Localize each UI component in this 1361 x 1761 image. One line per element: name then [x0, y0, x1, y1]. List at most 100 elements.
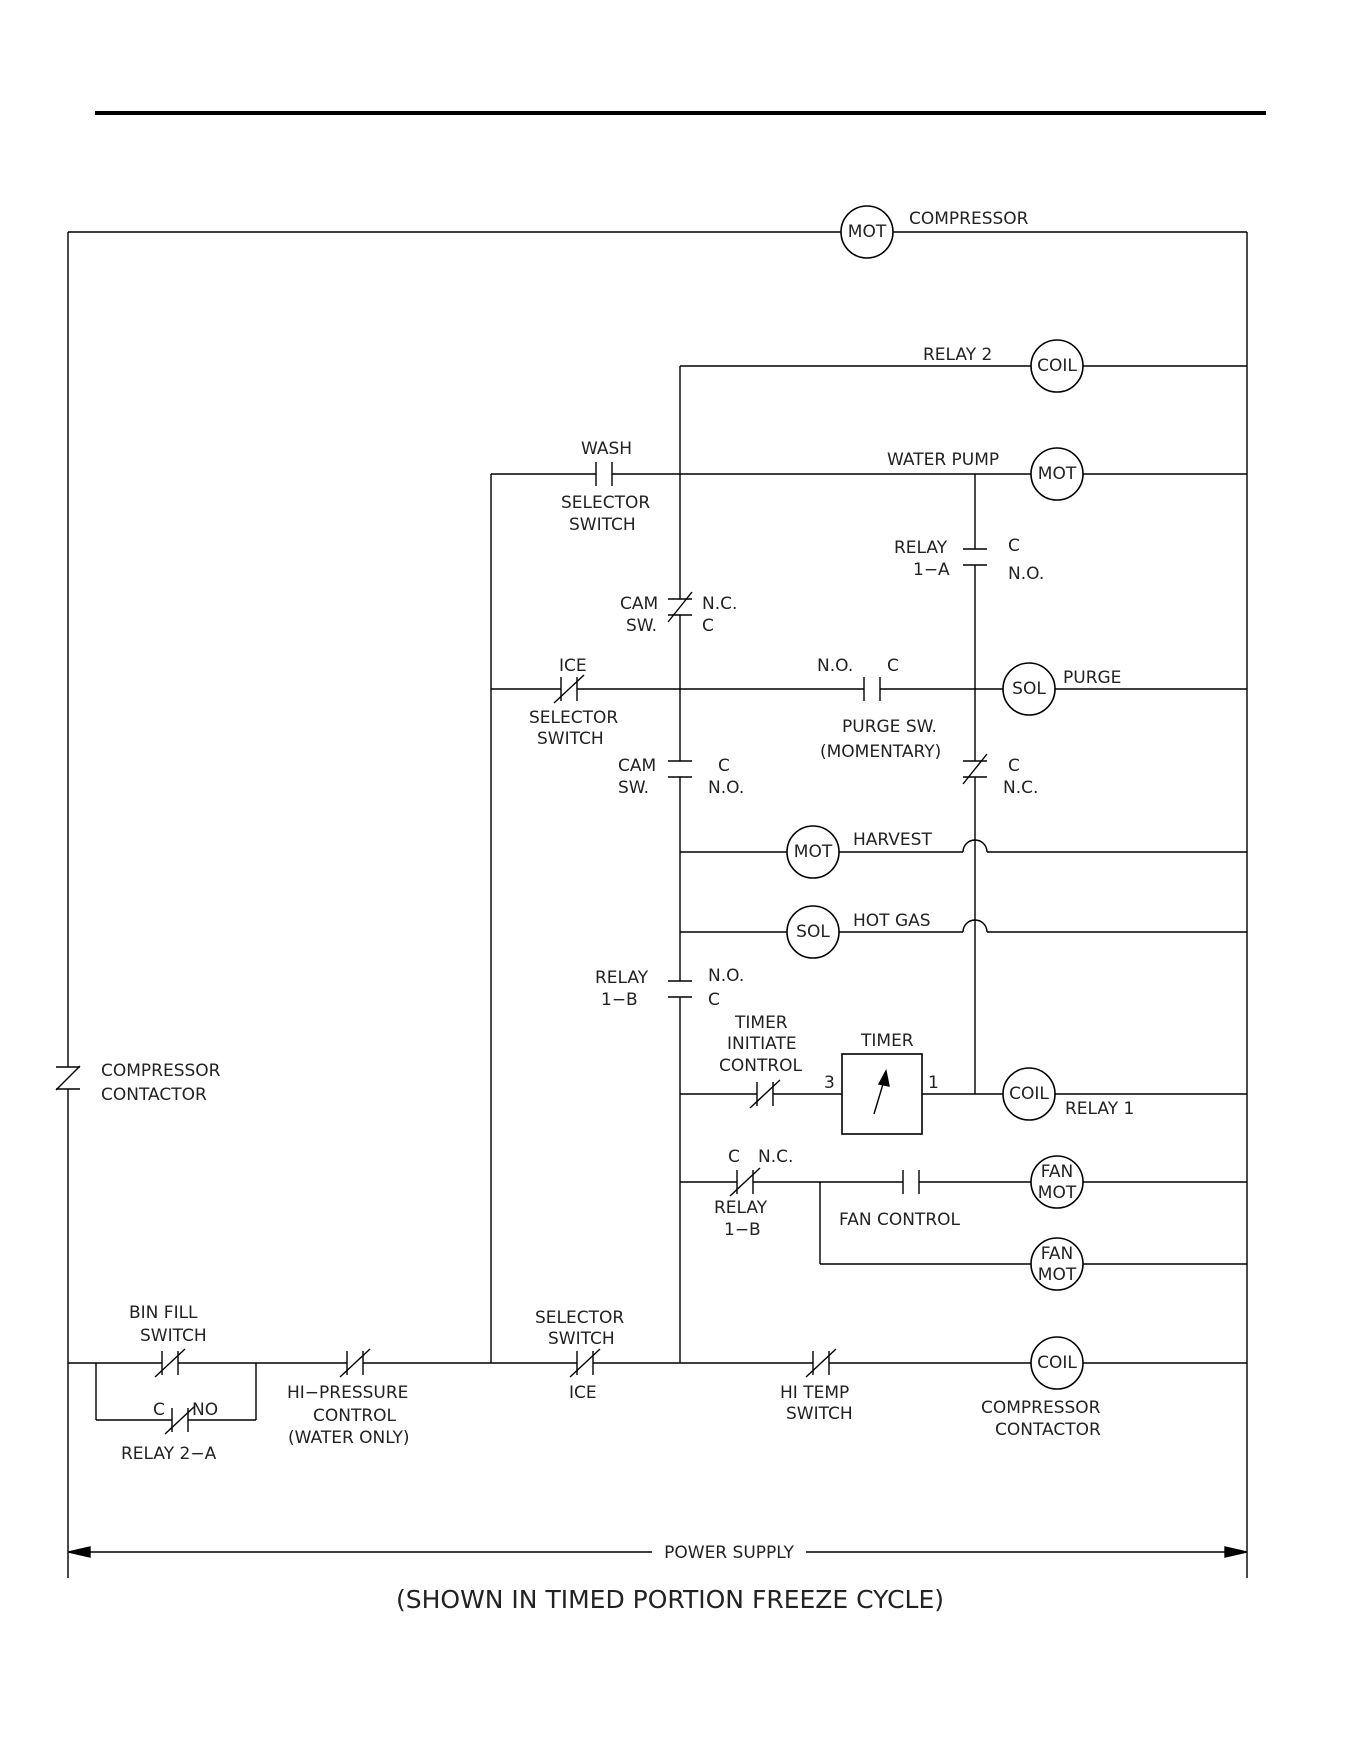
relay-1a-number: 1−A — [913, 560, 950, 580]
cam-switch-upper-nc: N.C. — [702, 594, 737, 614]
relay-1-coil: COIL — [1002, 1067, 1056, 1121]
fan-motor-2-fan-text: FAN — [1041, 1244, 1074, 1264]
timer-needle-arrow — [877, 1068, 890, 1087]
relay-1-nc-contact — [962, 753, 988, 785]
relay-1a-no-label: N.O. — [1008, 564, 1044, 584]
purge-solenoid: SOL — [1002, 662, 1056, 716]
wash-label: WASH — [581, 439, 632, 459]
harvest-label: HARVEST — [853, 830, 932, 850]
relay-2a-no: NO — [192, 1400, 218, 1420]
wash-selector-contact — [595, 462, 613, 486]
relay-2-label: RELAY 2 — [923, 345, 992, 365]
relay-2-coil-symbol: COIL — [1037, 356, 1077, 376]
timer-initiate-control: CONTROL — [719, 1056, 803, 1076]
relay-1b-fan-contact — [729, 1167, 761, 1197]
power-supply-label: POWER SUPPLY — [664, 1543, 794, 1563]
purge-solenoid-symbol: SOL — [1012, 679, 1046, 699]
relay-1b-fan-number: 1−B — [724, 1220, 761, 1240]
purge-sw-no-label: N.O. — [817, 656, 853, 676]
hi-pressure-water-only: (WATER ONLY) — [288, 1428, 410, 1448]
timer-initiate-timer: TIMER — [734, 1013, 788, 1033]
relay-1a-c-label: C — [1008, 536, 1020, 556]
purge-label: PURGE — [1063, 668, 1121, 688]
relay-2a-label: RELAY 2−A — [121, 1444, 217, 1464]
relay-2-coil: COIL — [1030, 339, 1084, 393]
compressor-label: COMPRESSOR — [909, 209, 1029, 229]
compressor-motor-symbol: MOT — [848, 222, 887, 242]
labels: COMPRESSOR RELAY 2 WASH SELECTOR SWITCH … — [101, 209, 1134, 1614]
power-supply-arrow-right — [1224, 1546, 1248, 1558]
hi-pressure-contact — [339, 1348, 371, 1378]
selector-ice-switch: SWITCH — [548, 1329, 615, 1349]
relay-1b-contact — [668, 980, 692, 998]
cam-switch-lower-cam: CAM — [618, 756, 656, 776]
timer-initiate-initiate: INITIATE — [727, 1034, 797, 1054]
power-supply-dimension — [67, 1546, 1248, 1558]
relay-1-label: RELAY 1 — [1065, 1099, 1134, 1119]
relay-1b-no-label: N.O. — [708, 966, 744, 986]
contacts — [55, 462, 988, 1435]
relay-nc-c-label: C — [1008, 756, 1020, 776]
ice-switch-label: SWITCH — [537, 729, 604, 749]
purge-sw-c-label: C — [887, 656, 899, 676]
hot-gas-label: HOT GAS — [853, 911, 931, 931]
water-pump-motor: MOT — [1030, 447, 1084, 501]
relay-1-coil-symbol: COIL — [1009, 1084, 1049, 1104]
compressor-contactor-contactor-label: CONTACTOR — [101, 1085, 207, 1105]
fan-control-contact — [902, 1170, 920, 1194]
timer-terminal-3: 3 — [824, 1073, 835, 1093]
ice-label: ICE — [559, 656, 587, 676]
ice-selector-contact — [553, 674, 585, 704]
diagram-caption: (SHOWN IN TIMED PORTION FREEZE CYCLE) — [396, 1585, 944, 1614]
cam-switch-no-contact — [668, 760, 692, 778]
water-pump-label: WATER PUMP — [887, 450, 999, 470]
compressor-motor: MOT — [840, 205, 894, 259]
bin-fill-switch-contact — [154, 1348, 186, 1378]
hi-temp-switch-label: SWITCH — [786, 1404, 853, 1424]
bin-fill-label: BIN FILL — [129, 1303, 198, 1323]
harvest-motor: MOT — [786, 825, 840, 879]
bin-fill-switch-label: SWITCH — [140, 1326, 207, 1346]
relay-1a-label: RELAY — [894, 538, 948, 558]
relay-2a-c: C — [153, 1400, 165, 1420]
compressor-contactor-contact — [55, 1065, 81, 1091]
loads: MOT COIL MOT SOL MOT SOL COIL — [786, 205, 1084, 1390]
relay-2a-contact — [164, 1405, 196, 1435]
cam-switch-lower-c: C — [718, 756, 730, 776]
relay-1b-label: RELAY — [595, 968, 649, 988]
relay-1b-fan-c: C — [728, 1147, 740, 1167]
compressor-contactor-coil-contactor: CONTACTOR — [995, 1420, 1101, 1440]
selector-ice-contact — [569, 1348, 601, 1378]
timer-initiate-contact — [749, 1079, 781, 1109]
cam-switch-upper-cam: CAM — [620, 594, 658, 614]
relay-1b-number: 1−B — [601, 990, 638, 1010]
fan-motor-1-mot-text: MOT — [1038, 1183, 1077, 1203]
compressor-contactor-coil-label: COMPRESSOR — [981, 1398, 1101, 1418]
relay-1b-fan-label: RELAY — [714, 1198, 768, 1218]
ice-selector-label: SELECTOR — [529, 708, 618, 728]
compressor-contactor-label: COMPRESSOR — [101, 1061, 221, 1081]
cam-switch-lower-no: N.O. — [708, 778, 744, 798]
cam-switch-lower-sw: SW. — [618, 778, 649, 798]
selector-ice-selector: SELECTOR — [535, 1308, 624, 1328]
compressor-contactor-coil: COIL — [1030, 1336, 1084, 1390]
purge-sw-label: PURGE SW. — [842, 717, 937, 737]
hot-gas-solenoid: SOL — [786, 905, 840, 959]
relay-1a-contact — [963, 548, 987, 566]
power-supply-arrow-left — [67, 1546, 91, 1558]
timer-label: TIMER — [860, 1031, 914, 1051]
cam-switch-upper-sw: SW. — [626, 616, 657, 636]
wash-selector-label: SELECTOR — [561, 493, 650, 513]
cam-switch-nc-contact — [667, 591, 693, 623]
relay-nc-nc-label: N.C. — [1003, 778, 1038, 798]
relay-1b-c-label: C — [708, 990, 720, 1010]
hi-pressure-control-label: CONTROL — [313, 1406, 397, 1426]
fan-motor-2: FAN MOT — [1030, 1237, 1084, 1291]
hi-temp-label: HI TEMP — [780, 1383, 849, 1403]
water-pump-motor-symbol: MOT — [1038, 464, 1077, 484]
wires — [67, 231, 1248, 1578]
relay-1b-fan-nc: N.C. — [758, 1147, 793, 1167]
selector-ice-ice: ICE — [569, 1383, 597, 1403]
purge-sw-momentary: (MOMENTARY) — [820, 742, 941, 762]
